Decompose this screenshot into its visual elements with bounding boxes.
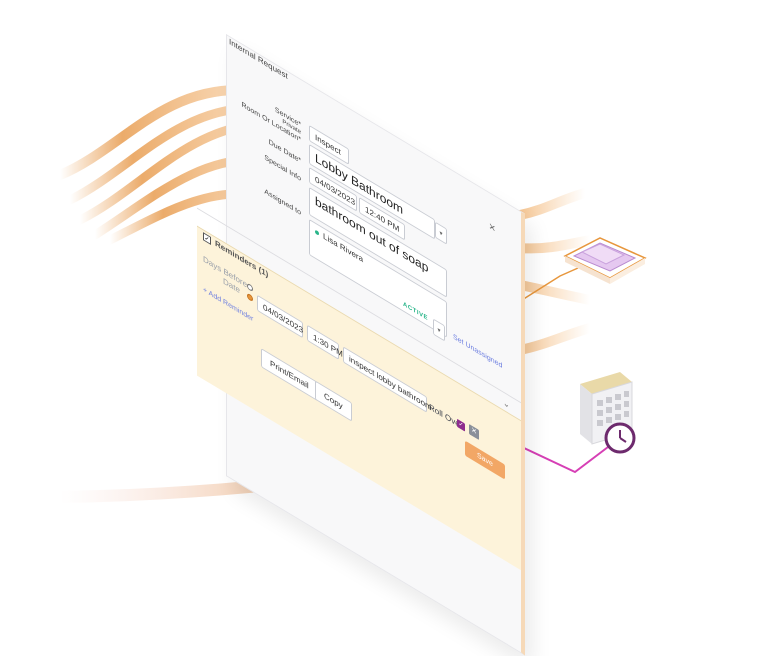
add-reminder-link[interactable]: + Add Reminder (203, 286, 254, 324)
collapse-chevron-icon[interactable]: ⌄ (503, 397, 510, 411)
soap-dispenser-icon (563, 237, 647, 284)
date-radio[interactable] (247, 292, 253, 303)
set-unassigned-link[interactable]: Set Unassigned (453, 333, 503, 371)
private-label: Private (282, 118, 301, 137)
reminder-date-input[interactable]: 04/03/2023 (257, 294, 303, 339)
illustration: Internal Request × Service* Private Room… (54, 34, 647, 656)
dropdown-chevron-icon[interactable]: ▾ (435, 221, 447, 245)
close-icon[interactable]: × (489, 220, 496, 236)
calendar-clock-icon (580, 372, 636, 454)
remove-reminder-icon[interactable]: ✕ (469, 424, 479, 441)
reminder-time-input[interactable]: 1:30 PM (307, 324, 343, 360)
roll-over-checkbox[interactable]: ✓ (457, 418, 465, 432)
days-before-radio[interactable] (247, 282, 253, 293)
reminder-note-input[interactable]: inspect lobby bathroom (343, 346, 432, 413)
checkbox-icon[interactable]: ✓ (203, 232, 211, 245)
status-dot-icon (315, 229, 319, 236)
